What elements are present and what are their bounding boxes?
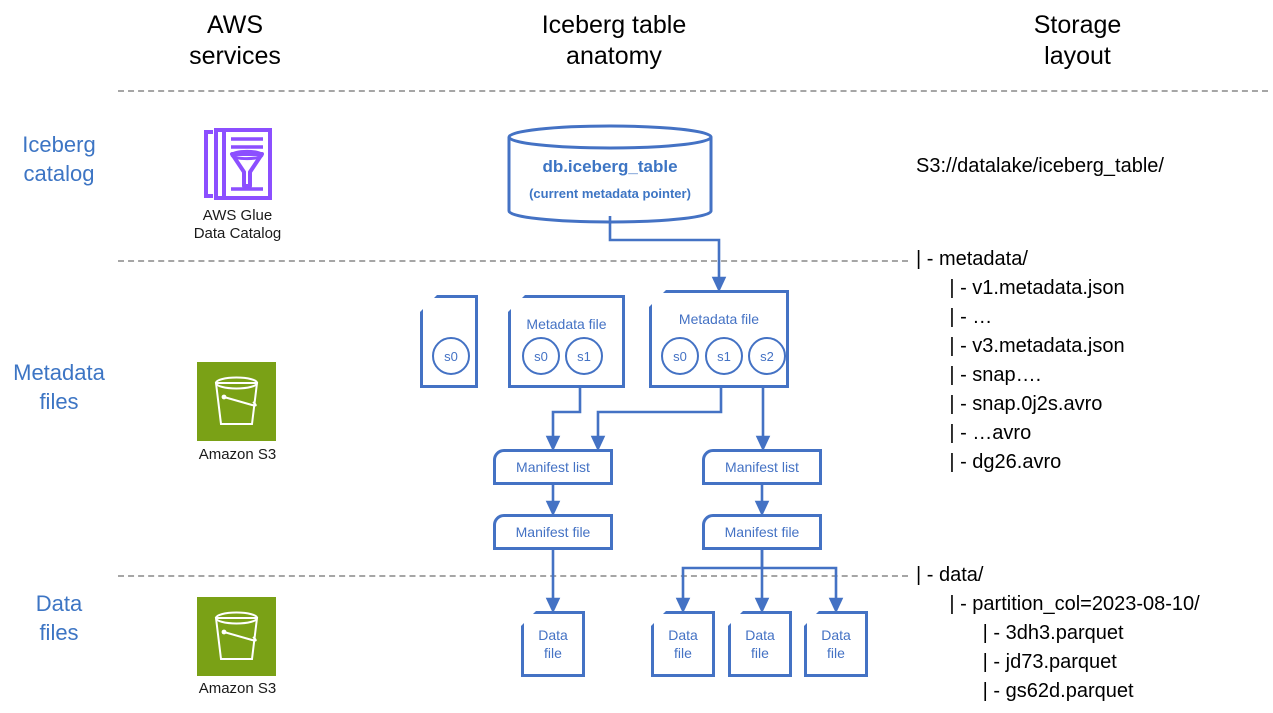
row-label-data-files: Data files <box>0 589 118 647</box>
manifest-list-2-label: Manifest list <box>725 458 799 475</box>
storage-line: | - …avro <box>916 422 1032 444</box>
storage-line: | - data/ <box>916 564 984 586</box>
row-label-metadata-files: Metadata files <box>0 358 118 416</box>
column-header-aws-services-line2: services <box>189 42 281 70</box>
storage-layout-data-section: | - data/ | - partition_col=2023-08-10/ … <box>916 561 1200 706</box>
amazon-s3-caption-metadata-text: Amazon S3 <box>198 446 277 463</box>
storage-line: | - … <box>916 306 993 328</box>
column-header-storage-layout: Storage layout <box>985 10 1170 72</box>
row-label-metadata-files-line2: files <box>39 389 79 414</box>
aws-glue-caption: AWS Glue Data Catalog <box>165 207 310 243</box>
aws-glue-data-catalog-icon <box>204 128 272 200</box>
storage-line: | - v3.metadata.json <box>916 335 1125 357</box>
data-file-1-line1: Data <box>538 627 568 643</box>
storage-line: | - jd73.parquet <box>916 651 1117 673</box>
data-file-3-line1: Data <box>745 627 775 643</box>
data-file-3-line2: file <box>751 645 769 661</box>
metadata-file-3[interactable]: Metadata file s0 s1 s2 <box>649 290 789 388</box>
manifest-file-2-label: Manifest file <box>724 523 800 540</box>
storage-layout-root: S3://datalake/iceberg_table/ <box>916 152 1164 181</box>
divider-top <box>118 90 1268 92</box>
column-header-table-anatomy: Iceberg table anatomy <box>508 10 720 72</box>
row-label-data-files-line2: files <box>39 620 79 645</box>
manifest-list-1[interactable]: Manifest list <box>493 449 613 485</box>
manifest-list-1-label: Manifest list <box>516 458 590 475</box>
metadata-file-1[interactable]: s0 <box>420 295 478 388</box>
iceberg-catalog-table-cylinder[interactable]: db.iceberg_table (current metadata point… <box>506 124 714 224</box>
row-label-iceberg-catalog-line2: catalog <box>23 161 95 186</box>
storage-line: | - dg26.avro <box>916 451 1062 473</box>
storage-line: | - snap…. <box>916 364 1042 386</box>
row-label-data-files-line1: Data <box>35 591 83 616</box>
aws-glue-caption-line1: AWS Glue <box>202 207 273 224</box>
data-file-2[interactable]: Data file <box>651 611 715 677</box>
data-file-1-line2: file <box>544 645 562 661</box>
catalog-table-name: db.iceberg_table <box>542 157 678 176</box>
manifest-file-2[interactable]: Manifest file <box>702 514 822 550</box>
snapshot-s0[interactable]: s0 <box>661 337 699 375</box>
storage-line: | - metadata/ <box>916 248 1028 270</box>
column-header-storage-layout-line1: Storage <box>1033 11 1122 39</box>
aws-glue-service <box>203 128 273 205</box>
metadata-file-3-label: Metadata file <box>678 311 760 327</box>
amazon-s3-caption-metadata: Amazon S3 <box>165 446 310 464</box>
amazon-s3-caption-data-text: Amazon S3 <box>198 680 277 697</box>
snapshot-s0[interactable]: s0 <box>522 337 560 375</box>
snapshot-s0[interactable]: s0 <box>432 337 470 375</box>
aws-glue-caption-line2: Data Catalog <box>193 225 282 242</box>
data-file-4[interactable]: Data file <box>804 611 868 677</box>
arrow-s1-box3-to-manifest-list-1 <box>590 388 723 452</box>
snapshot-s2[interactable]: s2 <box>748 337 786 375</box>
data-file-2-line1: Data <box>668 627 698 643</box>
metadata-file-2-label: Metadata file <box>526 316 607 332</box>
storage-line: | - partition_col=2023-08-10/ <box>916 593 1200 615</box>
column-header-table-anatomy-line2: anatomy <box>566 42 662 70</box>
data-file-3[interactable]: Data file <box>728 611 792 677</box>
manifest-list-2[interactable]: Manifest list <box>702 449 822 485</box>
snapshot-s1[interactable]: s1 <box>705 337 743 375</box>
snapshot-s1[interactable]: s1 <box>565 337 603 375</box>
manifest-file-1[interactable]: Manifest file <box>493 514 613 550</box>
column-header-aws-services-line1: AWS <box>206 11 264 39</box>
column-header-aws-services: AWS services <box>145 10 325 72</box>
amazon-s3-service-metadata <box>197 362 276 446</box>
data-file-4-line2: file <box>827 645 845 661</box>
row-label-iceberg-catalog-line1: Iceberg <box>22 132 96 157</box>
storage-root-path: S3://datalake/iceberg_table/ <box>916 155 1164 177</box>
catalog-table-subtitle: (current metadata pointer) <box>529 186 691 201</box>
storage-line: | - 3dh3.parquet <box>916 622 1124 644</box>
storage-line: | - gs62d.parquet <box>916 680 1134 702</box>
arrow-manifest-file-2-to-data-file-2 <box>675 550 764 614</box>
divider-metadata-data <box>118 575 908 577</box>
amazon-s3-bucket-icon <box>197 362 276 441</box>
divider-catalog-metadata <box>118 260 908 262</box>
amazon-s3-caption-data: Amazon S3 <box>165 680 310 698</box>
manifest-file-1-label: Manifest file <box>515 523 591 540</box>
data-file-1[interactable]: Data file <box>521 611 585 677</box>
data-file-2-line2: file <box>674 645 692 661</box>
storage-line: | - v1.metadata.json <box>916 277 1125 299</box>
row-label-iceberg-catalog: Iceberg catalog <box>0 130 118 188</box>
arrow-manifest-file-2-to-data-file-4 <box>762 566 844 614</box>
metadata-file-2[interactable]: Metadata file s0 s1 <box>508 295 625 388</box>
column-header-storage-layout-line2: layout <box>1044 42 1111 70</box>
amazon-s3-service-data <box>197 597 276 681</box>
storage-line: | - snap.0j2s.avro <box>916 393 1103 415</box>
storage-layout-metadata-section: | - metadata/ | - v1.metadata.json | - …… <box>916 245 1125 477</box>
column-header-table-anatomy-line1: Iceberg table <box>541 11 687 39</box>
arrow-catalog-to-metadata-file-3 <box>608 216 727 293</box>
amazon-s3-bucket-icon <box>197 597 276 676</box>
arrow-s1-to-manifest-list-1 <box>545 388 582 452</box>
row-label-metadata-files-line1: Metadata <box>13 360 105 385</box>
data-file-4-line1: Data <box>821 627 851 643</box>
